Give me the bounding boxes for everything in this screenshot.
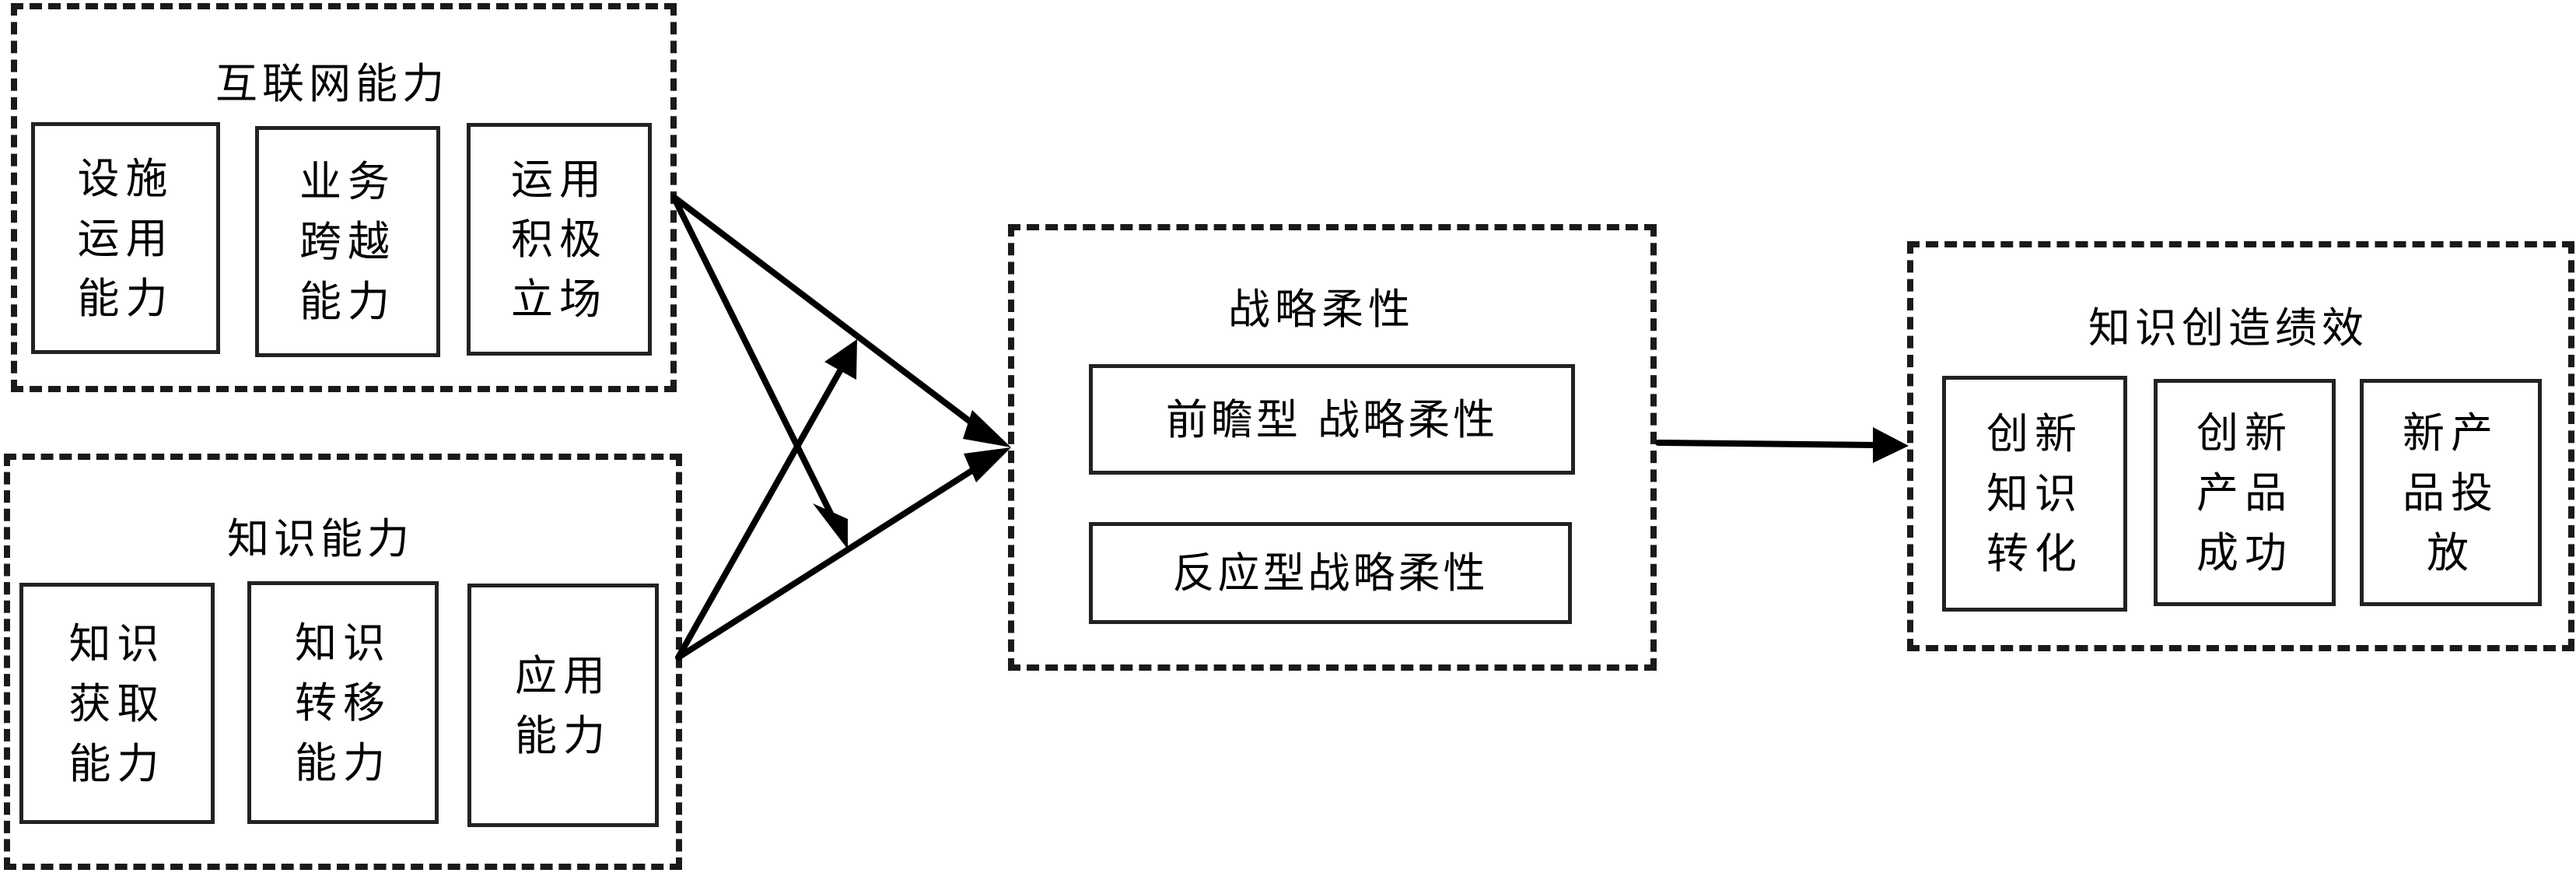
group-knowledge-creation-performance-title: 知识创造绩效 [2088,303,2368,352]
item-proactive-strategic-flexibility: 前瞻型 战略柔性 [1089,364,1575,475]
arrowhead-knowledge-to-strategic [964,447,1011,482]
arrowhead-internet-moderating [813,503,848,549]
item-application-capability-label: 应用 能力 [515,650,611,760]
item-innovative-knowledge-conversion-label: 创新 知识 转化 [1986,409,2083,578]
arrow-internet-moderating [670,194,838,524]
item-knowledge-acquisition-capability-label: 知识 获取 能力 [68,619,166,788]
arrow-strategic-to-performance [1655,440,1878,448]
item-reactive-strategic-flexibility-label: 反应型战略柔性 [1172,549,1489,598]
item-knowledge-transfer-capability: 知识 转移 能力 [247,581,439,824]
item-knowledge-acquisition-capability: 知识 获取 能力 [19,583,215,824]
item-innovative-knowledge-conversion: 创新 知识 转化 [1942,376,2127,612]
item-reactive-strategic-flexibility: 反应型战略柔性 [1089,522,1572,624]
group-strategic-flexibility [1008,224,1657,671]
item-innovative-product-success: 创新 产品 成功 [2154,379,2336,606]
item-business-crossing-capability: 业务 跨越 能力 [255,126,440,357]
item-positive-use-stance: 运用 积极 立场 [467,123,652,356]
item-knowledge-transfer-capability-label: 知识 转移 能力 [295,618,391,787]
group-internet-capability-title: 互联网能力 [215,59,449,108]
arrow-knowledge-to-strategic [675,461,985,661]
arrow-internet-to-strategic [670,194,985,433]
item-application-capability: 应用 能力 [467,584,659,827]
group-knowledge-creation-performance [1907,241,2574,651]
item-innovative-product-success-label: 创新 产品 成功 [2196,408,2293,577]
arrow-knowledge-moderating [675,365,845,661]
arrowhead-strategic-to-performance [1873,427,1909,463]
item-positive-use-stance-label: 运用 积极 立场 [511,155,607,324]
arrowhead-knowledge-moderating [824,339,857,380]
group-knowledge-capability-title: 知识能力 [227,514,414,563]
arrowhead-internet-to-strategic [963,410,1011,447]
item-new-product-launch-label: 新产 品投 放 [2403,408,2499,577]
group-knowledge-capability [4,454,682,870]
item-new-product-launch: 新产 品投 放 [2360,379,2542,606]
item-business-crossing-capability-label: 业务 跨越 能力 [299,157,396,326]
item-facility-use-capability-label: 设施 运用 能力 [77,153,174,323]
item-proactive-strategic-flexibility-label: 前瞻型 战略柔性 [1165,394,1499,444]
item-facility-use-capability: 设施 运用 能力 [31,122,220,354]
group-strategic-flexibility-title: 战略柔性 [1228,285,1415,334]
